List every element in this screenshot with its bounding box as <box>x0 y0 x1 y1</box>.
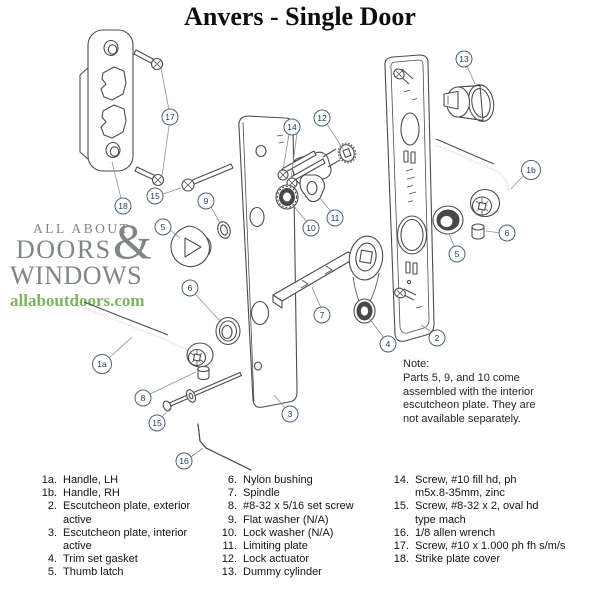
part-item: 12.Lock actuator <box>221 553 310 566</box>
callout-bushing-left: 6 <box>181 279 199 297</box>
svg-text:10: 10 <box>306 223 316 233</box>
part-item: 1a.Handle, LH <box>41 474 119 486</box>
part-item: 4.Trim set gasket <box>47 553 138 566</box>
svg-text:11: 11 <box>331 213 340 223</box>
exterior-ring <box>432 205 464 235</box>
svg-text:4: 4 <box>386 339 391 349</box>
page-title: Anvers - Single Door <box>184 2 416 31</box>
callout-set-screw: 8 <box>134 389 152 407</box>
part-item: 14.Screw, #10 fill hd, ph m5x.8-35mm, zi… <box>393 474 517 500</box>
watermark-windows: WINDOWS <box>10 261 143 290</box>
svg-text:17: 17 <box>165 112 175 122</box>
callout-screw-17: 17 <box>161 108 179 126</box>
dummy-cylinder <box>443 84 495 122</box>
part-item: 11.Limiting plate <box>222 540 308 553</box>
part-item: 6.Nylon bushing <box>227 474 313 486</box>
svg-text:1a: 1a <box>97 359 107 369</box>
svg-text:7: 7 <box>320 310 325 320</box>
callout-bushing-right: 6 <box>498 224 516 242</box>
svg-text:5: 5 <box>161 222 166 232</box>
svg-text:3: 3 <box>288 409 293 419</box>
svg-text:15: 15 <box>152 418 162 428</box>
strike-plate-cover <box>79 29 134 172</box>
parts-list-column-2: 6.Nylon bushing 7.Spindle 8.#8-32 x 5/16… <box>216 474 384 580</box>
callout-trim-gasket: 4 <box>379 335 397 353</box>
svg-text:13: 13 <box>459 54 469 64</box>
svg-text:6: 6 <box>188 283 193 293</box>
part-item: 5.Thumb latch <box>47 566 124 579</box>
note-text: Note: Parts 5, 9, and 10 come assembled … <box>403 358 536 426</box>
watermark-url: allaboutdoors.com <box>10 291 145 310</box>
svg-text:9: 9 <box>204 196 209 206</box>
spindle-hub-and-gasket <box>348 235 384 324</box>
watermark-doors: DOORS <box>16 235 112 264</box>
callout-thumb-latch: 5 <box>154 218 172 236</box>
nylon-bushing-right <box>471 223 485 240</box>
callout-dummy-cylinder: 13 <box>455 50 473 68</box>
handle-rh <box>435 138 509 218</box>
callout-exterior-plate: 2 <box>428 329 446 347</box>
part-item: 3.Escutcheon plate, interior active <box>47 526 188 553</box>
part-item: 17.Screw, #10 x 1.000 ph fh s/m/s <box>393 540 566 553</box>
callout-interior-plate: 3 <box>281 405 299 423</box>
part-item: 7.Spindle <box>227 487 280 500</box>
exterior-escutcheon-plate <box>384 54 435 342</box>
svg-text:1b: 1b <box>526 165 536 175</box>
leader-lines <box>108 65 525 458</box>
lock-actuator-assembly <box>275 142 357 210</box>
part-item: 9.Flat washer (N/A) <box>227 513 329 526</box>
thumb-latch <box>170 225 212 268</box>
callout-handle-rh: 1b <box>521 160 541 180</box>
set-screw <box>197 365 210 381</box>
callout-spindle: 7 <box>313 306 331 324</box>
callout-strike-plate: 18 <box>114 197 132 215</box>
callout-screw-15-bottom: 15 <box>148 414 166 432</box>
allen-wrench <box>197 423 252 471</box>
screw-15-top <box>181 163 234 192</box>
part-item: 2.Escutcheon plate, exterior active <box>47 500 191 526</box>
flat-washer <box>217 221 231 239</box>
part-item: 1b.Handle, RH <box>41 487 120 500</box>
svg-text:16: 16 <box>179 456 189 466</box>
svg-text:6: 6 <box>505 228 510 238</box>
svg-text:2: 2 <box>435 333 440 343</box>
nylon-bushing-left <box>215 316 241 346</box>
callout-lock-actuator: 12 <box>313 109 331 127</box>
part-item: 10.Lock washer (N/A) <box>221 526 334 539</box>
svg-text:15: 15 <box>150 191 160 201</box>
callout-screw-14: 14 <box>283 118 301 136</box>
svg-text:12: 12 <box>317 113 327 123</box>
svg-text:5: 5 <box>455 249 460 259</box>
watermark-logo: ALL ABOUT DOORS & WINDOWS allaboutdoors.… <box>10 216 152 311</box>
callout-flat-washer: 9 <box>197 192 215 210</box>
callout-lock-washer: 10 <box>302 219 320 237</box>
part-item: 8.#8-32 x 5/16 set screw <box>227 500 354 513</box>
part-item: 16.1/8 allen wrench <box>393 526 496 539</box>
part-item: 15.Screw, #8-32 x 2, oval hd type mach <box>393 500 539 526</box>
watermark-ampersand: & <box>113 213 152 269</box>
interior-escutcheon-plate <box>238 115 298 408</box>
part-item: 13.Dummy cylinder <box>221 566 322 579</box>
screw-17-pair <box>133 49 165 187</box>
callout-exterior-ring: 5 <box>448 245 466 263</box>
part-item: 18.Strike plate cover <box>393 553 500 566</box>
parts-list-column-3: 14.Screw, #10 fill hd, ph m5x.8-35mm, zi… <box>388 474 594 566</box>
watermark-all-about: ALL ABOUT <box>33 221 131 236</box>
svg-text:18: 18 <box>118 201 128 211</box>
callout-screw-15-top: 15 <box>146 187 164 205</box>
callout-allen-wrench: 16 <box>175 452 193 470</box>
screw-15-bottom <box>162 371 243 412</box>
handle-lh <box>83 301 214 368</box>
svg-text:8: 8 <box>141 393 146 403</box>
parts-list-column-1: 1a.Handle, LH 1b.Handle, RH 2.Escutcheon… <box>27 474 213 580</box>
svg-text:14: 14 <box>287 122 297 132</box>
callout-limiting-plate: 11 <box>326 209 344 227</box>
callout-handle-lh: 1a <box>92 354 112 374</box>
